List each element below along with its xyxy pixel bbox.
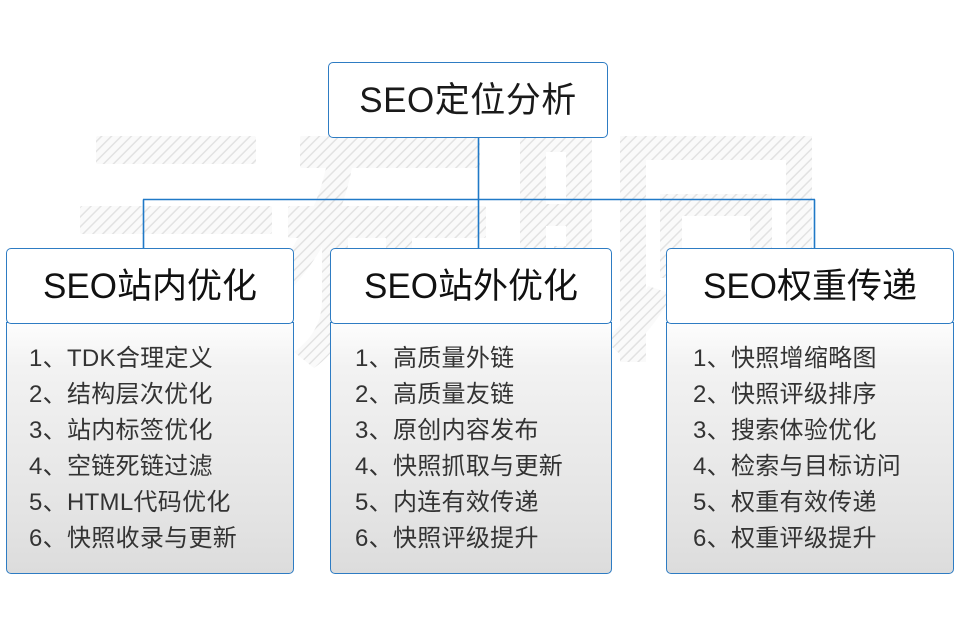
list-item: 1、TDK合理定义 (29, 345, 214, 372)
list-item: 1、高质量外链 (355, 345, 515, 372)
list-item: 6、权重评级提升 (693, 525, 877, 552)
branch-column-seo-weight: SEO权重传递 1、快照增缩略图 2、快照评级排序 3、搜索体验优化 4、检索与… (666, 248, 954, 574)
root-node-label: SEO定位分析 (359, 80, 577, 120)
branch-header-label: SEO权重传递 (703, 266, 917, 306)
list-item: 3、站内标签优化 (29, 417, 213, 444)
list-item: 2、高质量友链 (355, 381, 515, 408)
list-item: 1、快照增缩略图 (693, 345, 877, 372)
branch-header-seo-onsite[interactable]: SEO站内优化 (6, 248, 294, 324)
branch-list-seo-weight: 1、快照增缩略图 2、快照评级排序 3、搜索体验优化 4、检索与目标访问 5、权… (666, 322, 954, 574)
list-item: 5、HTML代码优化 (29, 489, 231, 516)
list-item: 6、快照收录与更新 (29, 525, 238, 552)
branch-header-seo-offsite[interactable]: SEO站外优化 (330, 248, 612, 324)
list-item: 4、空链死链过滤 (29, 453, 213, 480)
list-item: 6、快照评级提升 (355, 525, 539, 552)
branch-header-seo-weight[interactable]: SEO权重传递 (666, 248, 954, 324)
list-item: 2、结构层次优化 (29, 381, 213, 408)
branch-header-label: SEO站外优化 (364, 266, 578, 306)
branch-header-label: SEO站内优化 (43, 266, 257, 306)
list-item: 2、快照评级排序 (693, 381, 877, 408)
list-item: 3、搜索体验优化 (693, 417, 877, 444)
list-item: 4、快照抓取与更新 (355, 453, 564, 480)
list-item: 5、权重有效传递 (693, 489, 877, 516)
list-item: 3、原创内容发布 (355, 417, 539, 444)
list-item: 5、内连有效传递 (355, 489, 539, 516)
list-item: 4、检索与目标访问 (693, 453, 902, 480)
branch-column-seo-onsite: SEO站内优化 1、TDK合理定义 2、结构层次优化 3、站内标签优化 4、空链… (6, 248, 294, 574)
branch-list-seo-onsite: 1、TDK合理定义 2、结构层次优化 3、站内标签优化 4、空链死链过滤 5、H… (6, 322, 294, 574)
branch-list-seo-offsite: 1、高质量外链 2、高质量友链 3、原创内容发布 4、快照抓取与更新 5、内连有… (330, 322, 612, 574)
root-node[interactable]: SEO定位分析 (328, 62, 608, 138)
branch-column-seo-offsite: SEO站外优化 1、高质量外链 2、高质量友链 3、原创内容发布 4、快照抓取与… (330, 248, 612, 574)
